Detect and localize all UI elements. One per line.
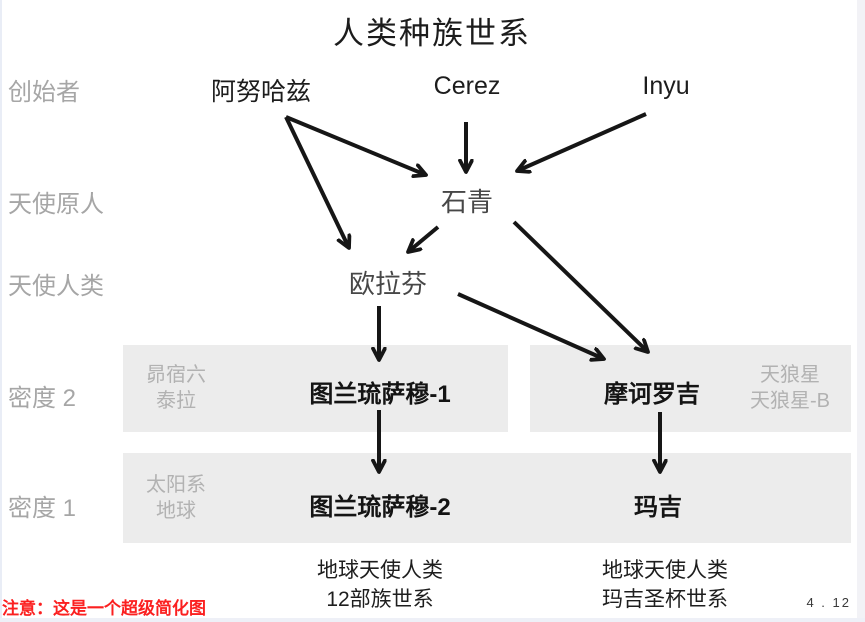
density2-left-box: [123, 345, 508, 432]
node-shiqing: 石青: [440, 187, 494, 217]
arrow-oulafen-to-maharaji: [457, 292, 604, 359]
caption-line: 玛吉圣杯世系: [602, 588, 728, 611]
row-label-density-1: 密度 1: [8, 495, 77, 522]
caption-line: 12部族世系: [326, 588, 434, 611]
node-turan2: 图兰琉萨穆-2: [309, 494, 451, 521]
density2-right-box: [530, 345, 851, 432]
node-anuhazi: 阿努哈兹: [210, 78, 312, 106]
note-simplified-diagram: 注意：这是一个超级简化图: [2, 599, 206, 618]
page-number: 4 . 12: [806, 595, 851, 610]
arrow-shiqing-to-maharaji: [512, 220, 648, 352]
slide-left-edge: [0, 0, 2, 622]
caption-right: 地球天使人类 玛吉圣杯世系: [602, 556, 728, 614]
row-label-founders: 创始者: [8, 79, 80, 106]
page-title: 人类种族世系: [333, 16, 531, 51]
node-turan1: 图兰琉萨穆-1: [309, 381, 451, 408]
location-line: 地球: [156, 500, 196, 522]
location-density1-left: 太阳系 地球: [146, 472, 206, 524]
node-inyu: Inyu: [642, 72, 690, 100]
location-line: 昴宿六: [146, 364, 206, 386]
location-line: 天狼星-B: [750, 390, 830, 412]
node-cerez: Cerez: [433, 72, 501, 100]
location-density2-left: 昴宿六 泰拉: [146, 362, 206, 414]
location-density2-right: 天狼星 天狼星-B: [750, 362, 830, 414]
node-oulafen: 欧拉芬: [348, 269, 428, 299]
slide-bottom-edge: [0, 618, 865, 622]
location-line: 天狼星: [760, 364, 820, 386]
caption-line: 地球天使人类: [602, 559, 728, 582]
arrow-shiqing-to-oulafen: [408, 225, 440, 252]
density1-box: [123, 453, 851, 543]
node-maji: 玛吉: [634, 494, 682, 521]
row-label-angel-proto: 天使原人: [8, 191, 104, 218]
location-line: 太阳系: [146, 474, 206, 496]
arrow-inyu-to-shiqing: [517, 112, 647, 171]
row-label-density-2: 密度 2: [8, 385, 77, 412]
node-maharaji: 摩诃罗吉: [604, 381, 700, 408]
caption-line: 地球天使人类: [317, 559, 443, 582]
location-line: 泰拉: [156, 390, 196, 412]
arrow-anuhazi-to-oulafen: [284, 116, 349, 248]
slide-right-edge: [857, 0, 865, 622]
arrow-anuhazi-to-shiqing: [285, 115, 426, 175]
caption-left: 地球天使人类 12部族世系: [317, 556, 443, 614]
row-label-angel-human: 天使人类: [8, 273, 104, 300]
